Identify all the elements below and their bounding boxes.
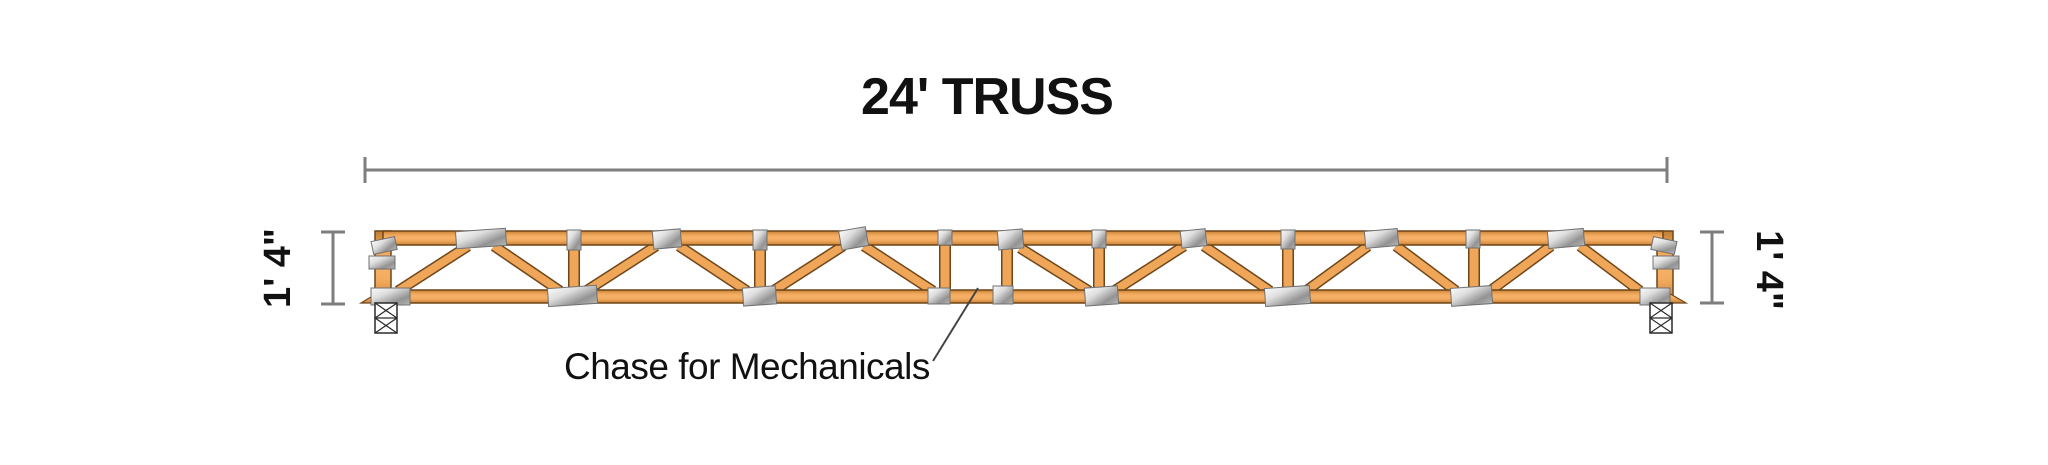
height-dimension-right: 1' 4"	[1700, 230, 1790, 310]
truss-drawing	[358, 226, 1689, 334]
height-dimension-left: 1' 4"	[257, 228, 345, 308]
height-dimension-right-label: 1' 4"	[1748, 230, 1790, 310]
span-dimension-line	[363, 157, 1669, 183]
diagram-title: 24' TRUSS	[861, 68, 1113, 126]
web-verticals	[568, 243, 1480, 292]
height-dimension-left-label: 1' 4"	[257, 228, 299, 308]
web-diagonals	[395, 241, 1644, 296]
chase-annotation: Chase for Mechanicals	[564, 346, 930, 387]
chase-leader-line	[932, 287, 979, 362]
bearing-block-left	[374, 302, 398, 334]
gusset-plates	[368, 226, 1680, 308]
bearing-block-right	[1649, 302, 1673, 334]
